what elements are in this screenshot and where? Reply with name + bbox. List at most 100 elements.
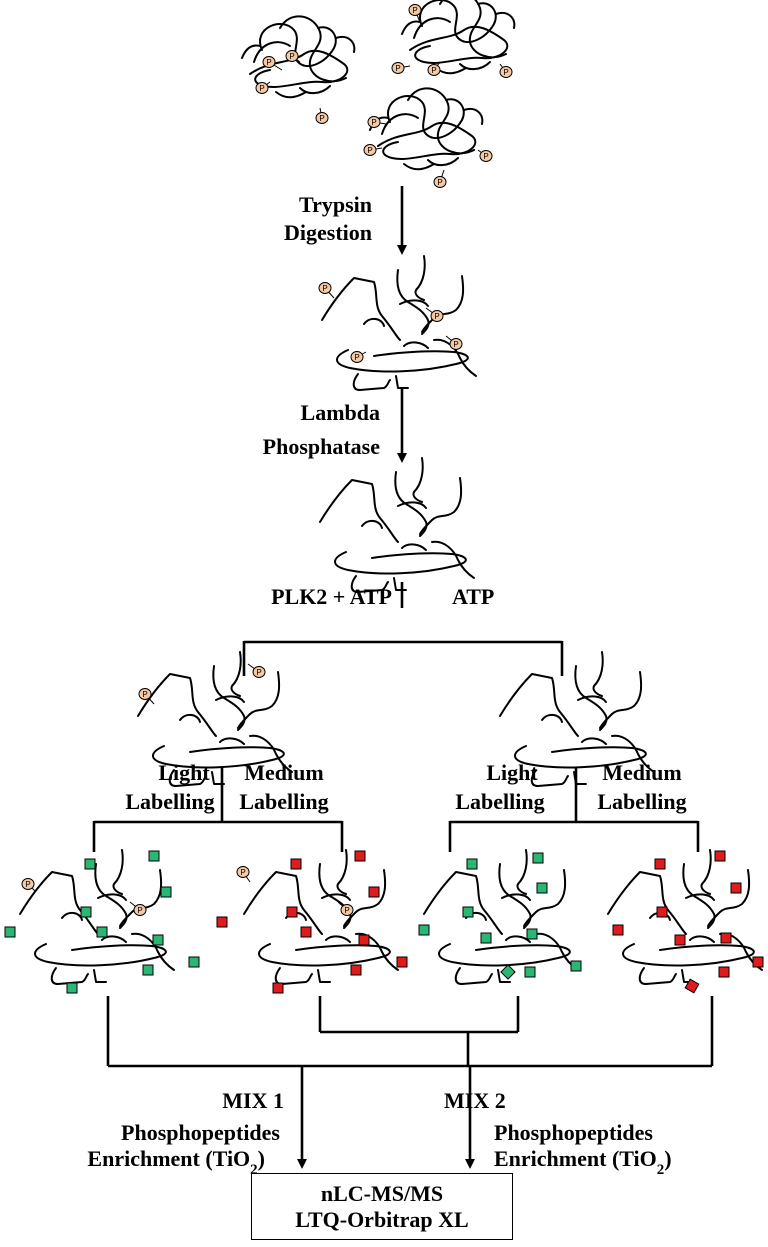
svg-text:P: P [503,68,508,77]
intact-protein [369,87,484,171]
svg-text:P: P [431,66,436,75]
isotope-tag [4,926,16,938]
isotope-tag [500,964,516,980]
light-labelled-kinase-peptides [19,849,175,985]
phospho-site: P [391,62,411,74]
phospho-site: P [318,282,335,299]
phospho-site: P [363,144,383,156]
isotope-tag [396,956,408,968]
labelling-label-left-light: Labelling [125,789,214,814]
instrument-box: nLC-MS/MS LTQ-Orbitrap XL [251,1173,513,1240]
digestion-label: Digestion [284,220,372,245]
phospho-site: P [350,351,367,363]
enrichment-title-left: Phosphopeptides [121,1120,280,1145]
isotope-tag [152,934,164,946]
phospho-site: P [499,63,513,78]
phospho-site: P [337,901,354,916]
enrichment-method-right: Enrichment (TiO2) [494,1146,672,1178]
light-label-left: Light [158,760,210,785]
svg-text:P: P [434,312,439,321]
phospho-site: P [427,61,441,76]
isotope-tag [272,982,284,994]
enrichment-method-left: Enrichment (TiO2) [87,1146,265,1178]
isotope-tag [718,966,730,978]
svg-text:P: P [344,906,349,915]
svg-text:P: P [256,668,261,677]
labelling-label-right-light: Labelling [455,789,544,814]
phospho-site: P [262,56,283,71]
phospho-site: P [425,307,444,322]
isotope-tag [720,932,732,944]
atp-label: ATP [452,584,494,609]
svg-text:P: P [137,906,142,915]
medium-labelled-control-peptides [607,849,763,985]
svg-text:P: P [259,84,264,93]
phospho-site-group: P P P P P P P P P P [21,282,463,916]
phospho-site: P [408,4,422,23]
phospho-site: P [21,878,37,893]
svg-text:P: P [25,880,30,889]
phospho-site: P [138,688,155,705]
isotope-tag [526,928,538,940]
isotope-tag [462,906,474,918]
phospho-site: P [433,169,447,188]
light-label-right: Light [486,760,538,785]
isotope-tag [142,964,154,976]
medium-labelled-kinase-peptides [243,849,399,985]
medium-label-right: Medium [602,760,681,785]
isotope-tag [84,858,96,870]
medium-label-left: Medium [244,760,323,785]
isotope-tag [160,886,172,898]
svg-text:P: P [322,284,327,293]
isotope-tag [66,982,78,994]
svg-text:P: P [319,114,324,123]
isotope-tag [188,956,200,968]
phospho-site: P [129,901,147,916]
dephosphorylated-peptides [319,457,475,593]
isotope-tag [536,882,548,894]
plk2-atp-label: PLK2 + ATP [271,584,392,609]
isotope-tag [730,882,742,894]
isotope-tag [358,934,370,946]
svg-text:P: P [371,118,376,127]
svg-text:P: P [453,340,458,349]
isotope-tag [368,886,380,898]
phospho-site: P [255,81,271,94]
mix1-label: MIX 1 [222,1088,284,1113]
instrument-model: LTQ-Orbitrap XL [295,1206,469,1232]
isotope-tag [684,978,700,994]
phospho-site: P [477,149,493,162]
trypsin-label: Trypsin [299,192,372,217]
isotope-tag [656,906,668,918]
enrichment-title-right: Phosphopeptides [494,1120,653,1145]
isotope-tag [350,964,362,976]
isotope-tag [532,852,544,864]
isotope-tag [216,916,228,928]
isotope-tag [418,924,430,936]
isotope-tag [524,966,536,978]
isotope-tag [752,956,764,968]
svg-text:P: P [483,152,488,161]
isotope-tag [674,934,686,946]
phospho-site: P [236,866,251,883]
digested-peptides [321,255,477,391]
phospho-site: P [445,335,463,350]
instrument-method: nLC-MS/MS [320,1180,444,1206]
isotope-tag [286,906,298,918]
svg-text:P: P [289,52,294,61]
phospho-site: P [367,116,387,128]
svg-text:P: P [240,868,245,877]
isotope-tag [290,858,302,870]
svg-text:P: P [142,690,147,699]
svg-text:P: P [354,353,359,362]
phospho-site: P [285,50,301,63]
lambda-label: Lambda [301,400,380,425]
isotope-tag [96,926,108,938]
svg-text:P: P [367,146,372,155]
phosphatase-label: Phosphatase [263,434,381,459]
intact-protein-group [241,0,516,171]
phospho-site: P [315,107,329,124]
